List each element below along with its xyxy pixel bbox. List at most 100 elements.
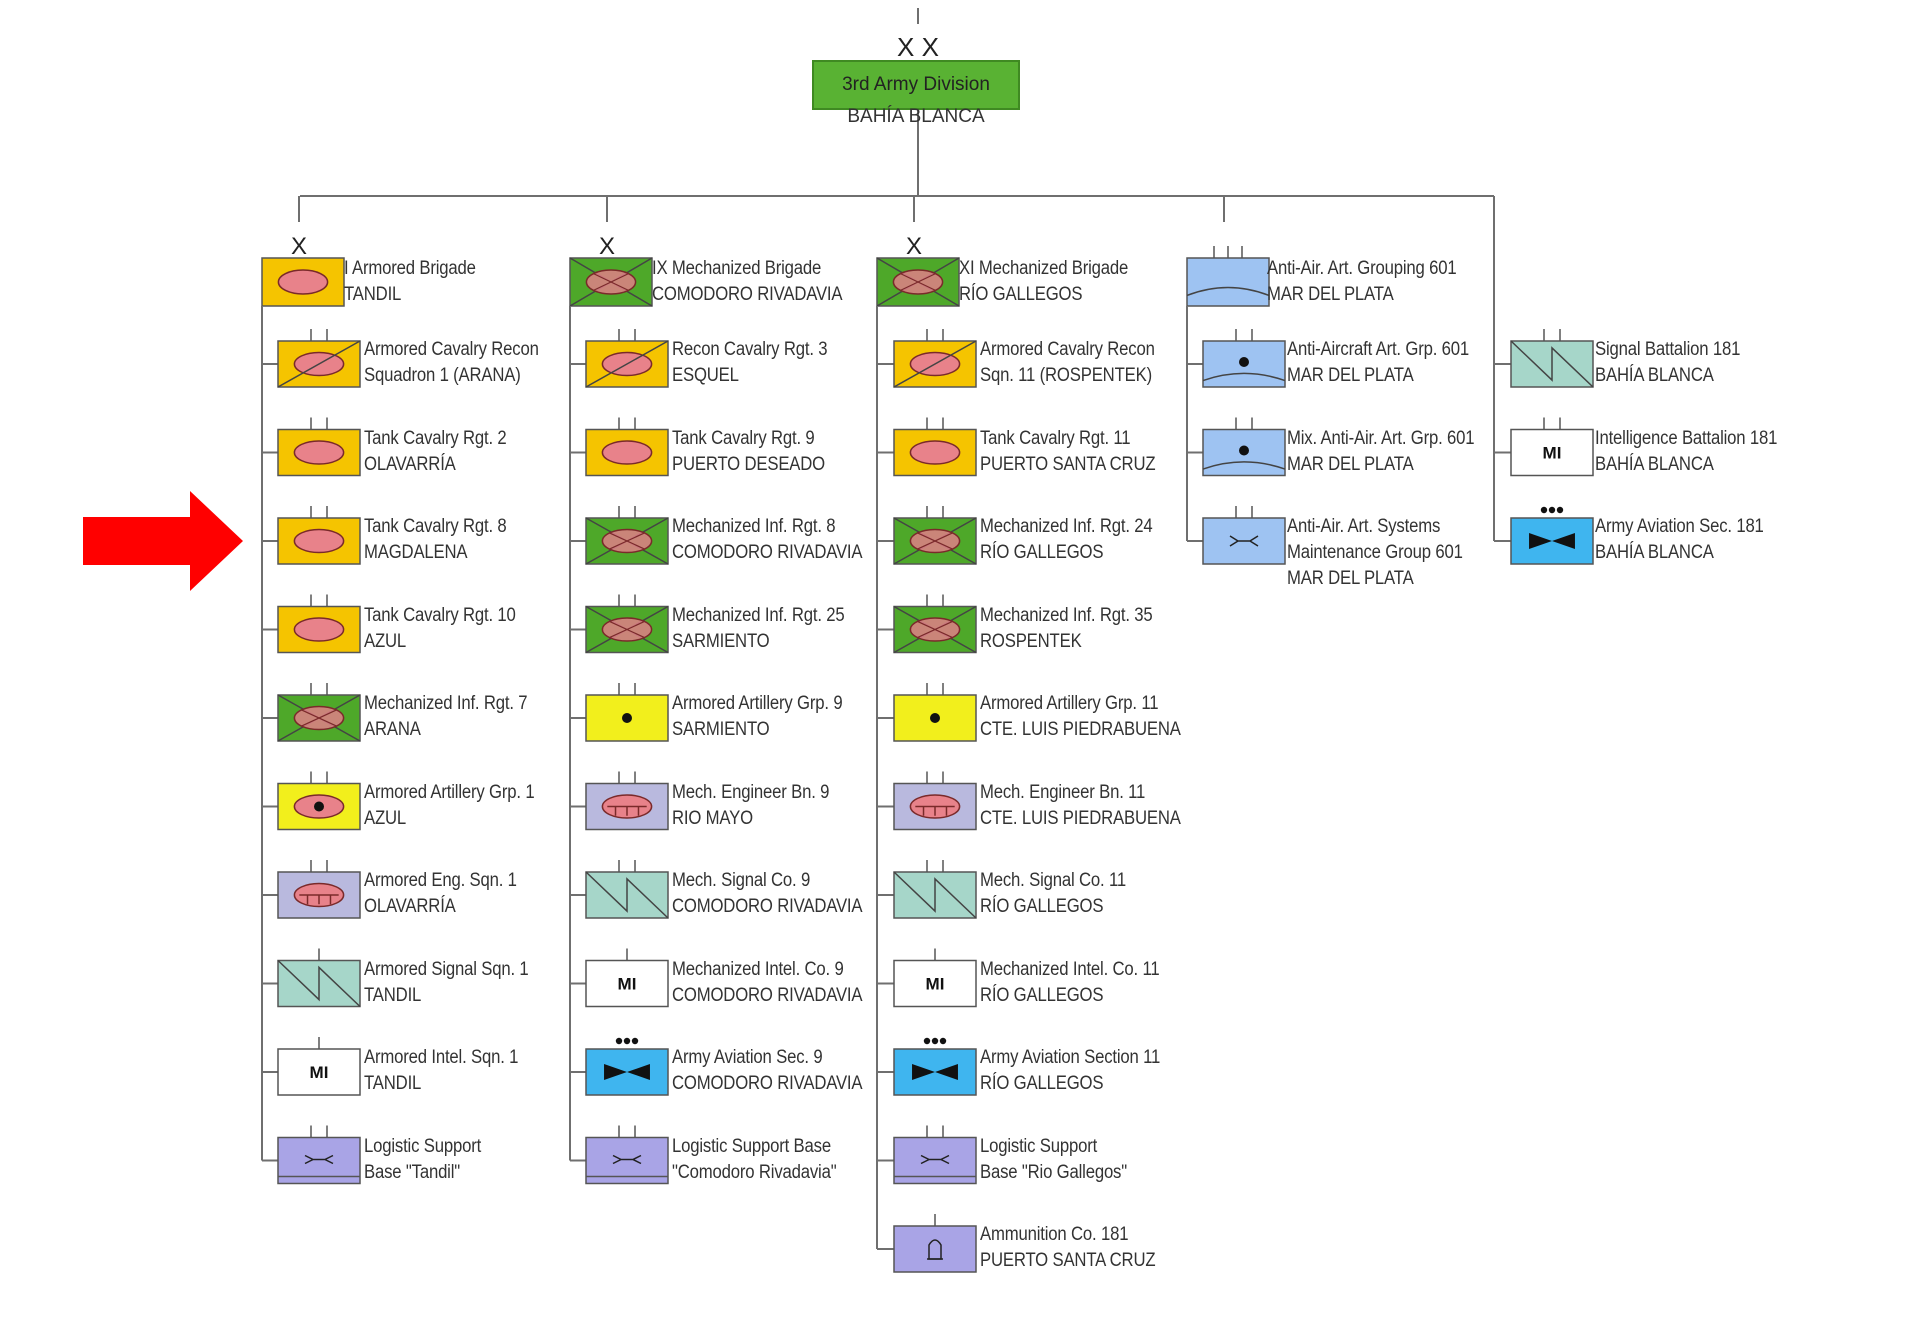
unit-label-location: RÍO GALLEGOS — [980, 542, 1104, 563]
unit-label-location: TANDIL — [364, 1073, 422, 1094]
unit-label-location: COMODORO RIVADAVIA — [672, 984, 863, 1006]
unit-symbol — [262, 948, 361, 1008]
unit-dot-1 — [931, 1037, 939, 1045]
unit-label-location: MAR DEL PLATA — [1287, 453, 1414, 475]
unit-label: Mechanized Inf. Rgt. 8 COMODORO RIVADAVIA — [672, 514, 863, 566]
unit-label-name: Armored Eng. Sqn. 1 — [364, 870, 517, 891]
unit-label-name: Armored Artillery Grp. 11 — [980, 693, 1159, 714]
unit-inner-b — [300, 709, 338, 727]
unit-label-location: ESQUEL — [672, 365, 739, 386]
unit-label-location: TANDIL — [364, 984, 422, 1006]
unit-label-name: Mech. Engineer Bn. 11 — [980, 781, 1146, 803]
unit-symbol — [570, 683, 669, 742]
unit-symbol — [1187, 506, 1286, 565]
unit-label-location: RÍO GALLEGOS — [980, 896, 1104, 917]
brigade-hq-label-name: IX Mechanized Brigade — [652, 258, 822, 279]
unit-dot — [622, 713, 632, 723]
unit-label-name: Mechanized Inf. Rgt. 8 — [672, 516, 836, 537]
unit-engineer-mark — [299, 894, 339, 905]
hq-dome — [1186, 286, 1270, 297]
unit-label-name: Mechanized Inf. Rgt. 35 — [980, 604, 1153, 626]
unit-label-name: Armored Cavalry Recon — [364, 339, 539, 360]
unit-symbol — [877, 771, 977, 831]
unit-label: Armored Intel. Sqn. 1 TANDIL — [364, 1045, 518, 1097]
unit-label-name: Armored Artillery Grp. 1 — [364, 781, 535, 803]
unit-label-name: Tank Cavalry Rgt. 9 — [672, 427, 815, 449]
unit-wrench — [920, 1154, 950, 1165]
division-echelon: X X — [897, 32, 939, 62]
unit-label-location: COMODORO RIVADAVIA — [672, 1073, 863, 1094]
unit-label-name: Anti-Air. Art. Systems — [1287, 516, 1441, 537]
unit-label-name: Armored Cavalry Recon — [980, 339, 1155, 360]
unit-rotor — [1529, 533, 1575, 549]
unit-symbol — [570, 1037, 669, 1096]
division-title: 3rd Army Division — [842, 74, 990, 95]
brigade-hq-label-location: TANDIL — [344, 284, 402, 305]
unit-label-location: AZUL — [364, 807, 407, 829]
unit-symbol — [877, 1037, 977, 1096]
unit-lightning — [277, 959, 361, 1008]
unit-label: Armored Eng. Sqn. 1 OLAVARRÍA — [364, 868, 517, 920]
unit-recon-slash — [277, 340, 361, 388]
column-4 — [1186, 196, 1286, 565]
unit-label-location: Base "Tandil" — [364, 1161, 461, 1183]
unit-symbol — [570, 771, 669, 831]
hq-armor-oval — [277, 269, 329, 295]
unit-label-name: Logistic Support — [980, 1135, 1098, 1157]
unit-rotor — [912, 1064, 958, 1080]
unit-symbol — [262, 771, 361, 831]
unit-label-name: Mech. Signal Co. 9 — [672, 870, 811, 891]
unit-symbol — [262, 594, 361, 654]
unit-engineer-mark — [915, 805, 955, 816]
unit-inner-b — [916, 620, 954, 639]
unit-symbol — [262, 860, 361, 919]
brigade-hq-symbol — [1186, 246, 1270, 307]
unit-inner-b — [608, 532, 646, 550]
unit-symbol — [262, 417, 361, 477]
unit-dot-1 — [623, 1037, 631, 1045]
unit-dot — [930, 713, 940, 723]
unit-label-location: COMODORO RIVADAVIA — [672, 542, 863, 563]
unit-label-location: OLAVARRÍA — [364, 896, 456, 917]
unit-symbol — [1187, 417, 1286, 477]
unit-lightning — [893, 871, 977, 919]
unit-label: Logistic Support Base"Comodoro Rivadavia… — [672, 1134, 837, 1186]
unit-label-location: SARMIENTO — [672, 630, 770, 652]
unit-symbol: MI — [570, 948, 669, 1008]
unit-label-name: Signal Battalion 181 — [1595, 339, 1741, 360]
unit-label-location: OLAVARRÍA — [364, 453, 456, 475]
unit-symbol — [1494, 329, 1594, 388]
unit-lightning — [585, 871, 669, 919]
hq-frame — [1186, 257, 1270, 307]
unit-lightning — [1510, 340, 1594, 388]
unit-label-name: Tank Cavalry Rgt. 10 — [364, 604, 516, 626]
unit-label-location: BAHÍA BLANCA — [1595, 365, 1714, 386]
unit-label-location: "Comodoro Rivadavia" — [672, 1161, 837, 1183]
unit-shell — [928, 1239, 942, 1260]
unit-label-name: Armored Intel. Sqn. 1 — [364, 1047, 519, 1068]
unit-label-location: AZUL — [364, 630, 407, 652]
unit-symbol — [570, 506, 669, 565]
unit-symbol — [877, 860, 977, 919]
unit-label-location: PUERTO DESEADO — [672, 453, 826, 475]
unit-label-location: Squadron 1 (ARANA) — [364, 365, 521, 386]
unit-label-name: Anti-Aircraft Art. Grp. 601 — [1287, 339, 1470, 360]
unit-label-location: PUERTO SANTA CRUZ — [980, 1250, 1156, 1271]
unit-label-name: Mechanized Inf. Rgt. 7 — [364, 693, 528, 714]
unit-label-name: Intelligence Battalion 181 — [1595, 427, 1778, 449]
unit-label-location: CTE. LUIS PIEDRABUENA — [980, 807, 1181, 829]
column-3: XMI — [876, 196, 977, 1273]
